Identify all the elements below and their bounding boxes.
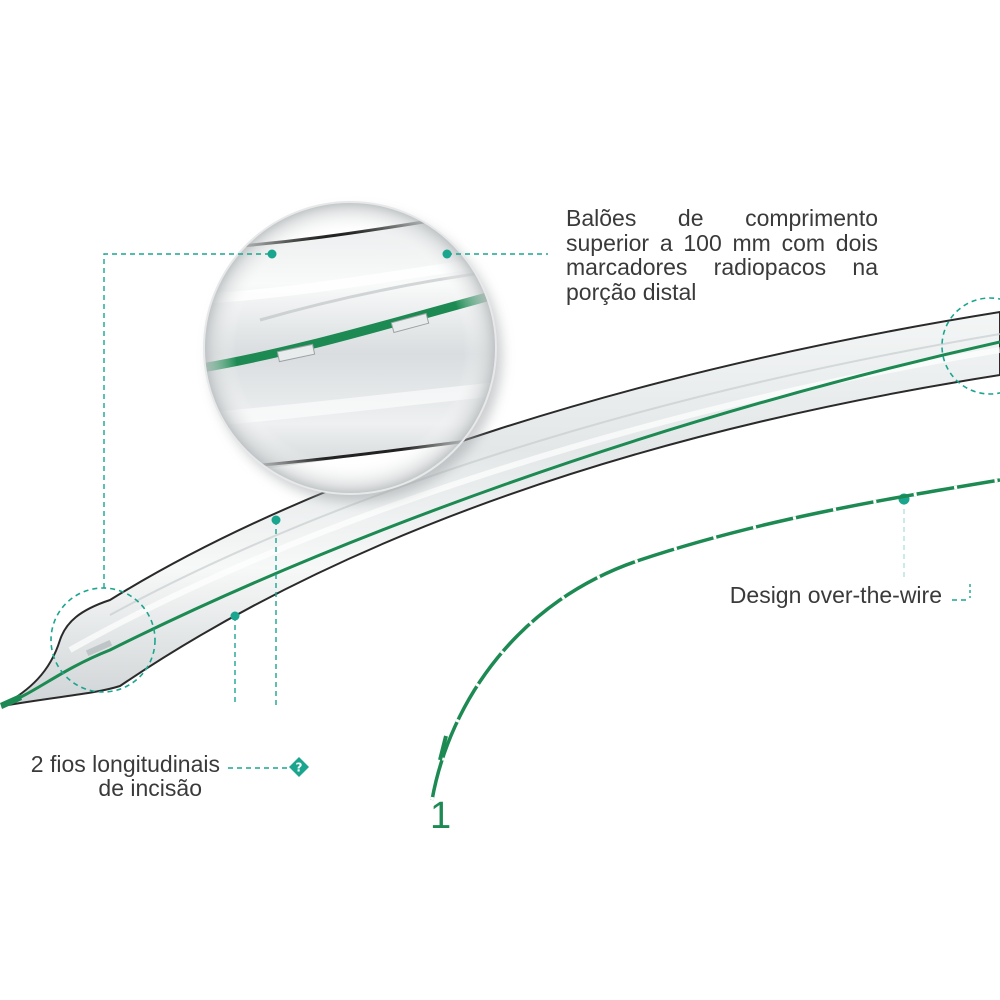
- guidewire-inner: [1, 340, 1000, 708]
- callout-incision-wires-line1: 2 fios longitudinais: [30, 751, 220, 777]
- catheter-tip: [0, 694, 22, 709]
- detail-circle-right: [941, 297, 1000, 395]
- callout-incision-wires-line2: de incisão: [98, 775, 202, 801]
- over-the-wire-guidewire: [430, 478, 1000, 801]
- callout-incision-wires: 2 fios longitudinais de incisão: [0, 752, 220, 800]
- callout-over-the-wire: Design over-the-wire: [729, 582, 942, 608]
- catheter-shell: [1, 310, 1000, 707]
- callout-balloon-length: Balões de comprimento superior a 100 mm …: [566, 205, 878, 305]
- figure-number: 1: [430, 795, 452, 837]
- detail-circle-tip: [50, 587, 156, 693]
- svg-text:?: ?: [296, 761, 303, 775]
- help-diamond-icon[interactable]: ?: [288, 756, 310, 778]
- callout-lines: [103, 253, 971, 769]
- zoom-lens: [203, 201, 502, 502]
- catheter-body: [0, 310, 1000, 709]
